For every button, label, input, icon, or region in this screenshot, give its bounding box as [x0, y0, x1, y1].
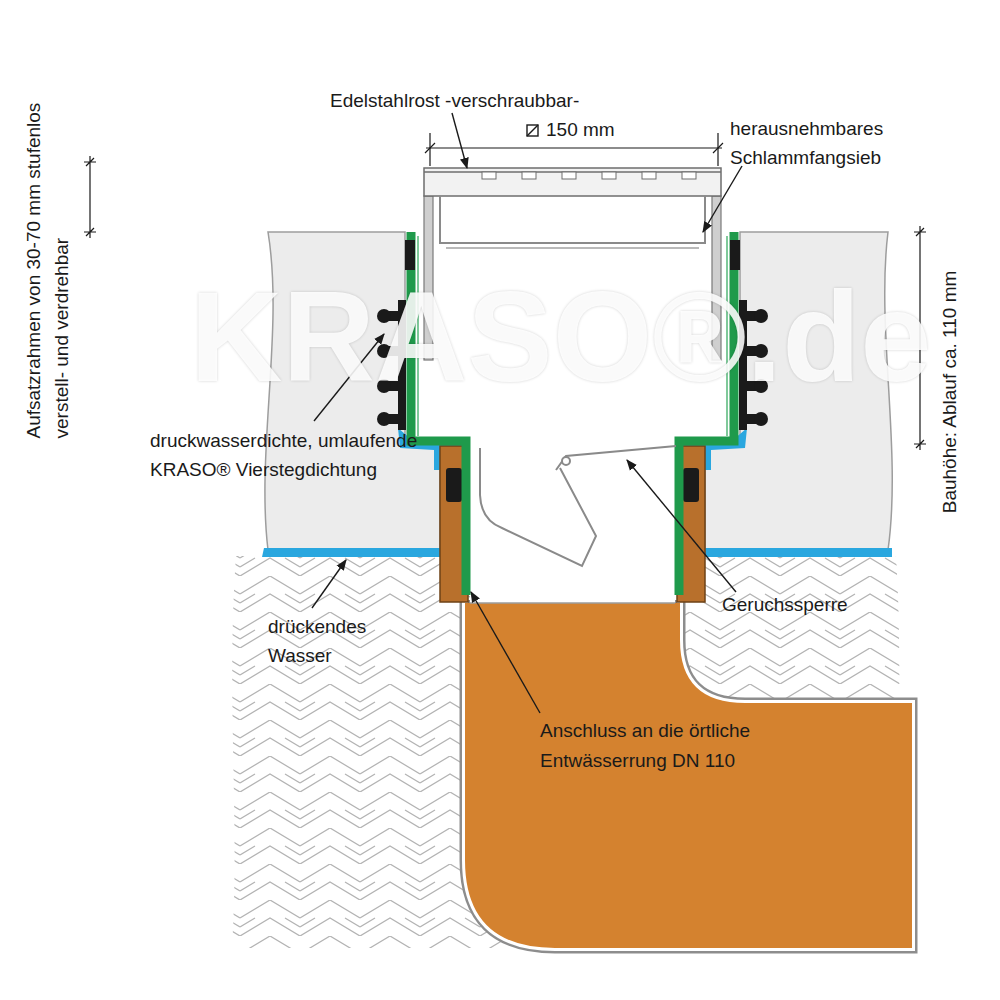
sludge-sieve [440, 196, 705, 248]
sludge-sieve [446, 247, 699, 249]
stainless-frame [562, 172, 576, 179]
dimension-label: 150 mm [546, 116, 615, 144]
dimension-note: Aufsatzrahmen von 30-70 mm stufenlos ver… [19, 94, 75, 439]
dimension-note: Bauhöhe: Ablauf ca. 110 mm [936, 271, 964, 514]
part-label: Anschluss an die örtliche Entwässerrung … [540, 716, 820, 776]
watermark: KRASO®.de [190, 262, 932, 412]
stainless-frame [602, 172, 616, 179]
watermark-triangle [118, 312, 180, 388]
drain-pipe [470, 448, 675, 603]
square-symbol [527, 125, 538, 136]
part-label: Geruchssperre [722, 591, 848, 619]
square-symbol [527, 125, 538, 136]
part-label: herausnehmbares Schlammfangsieb [730, 114, 925, 172]
drain-pipe [465, 603, 912, 948]
part-label: drückendes Wasser [268, 612, 393, 670]
drain-pipe [465, 600, 912, 948]
leader-line [627, 460, 736, 592]
leader-line [703, 166, 742, 232]
stainless-frame [522, 172, 536, 179]
sludge-sieve [440, 196, 705, 243]
odour-trap [562, 457, 570, 465]
odour-trap [556, 446, 676, 470]
drain-pipe [470, 602, 675, 604]
pipe-socket [440, 446, 705, 602]
leader-line [312, 560, 346, 608]
four-lip-seal [377, 412, 391, 426]
stainless-frame [424, 168, 721, 196]
dimension-line [425, 143, 723, 153]
waterproofing-layer [262, 548, 445, 557]
leader-line [312, 113, 742, 713]
dimension-line [84, 156, 96, 238]
stainless-frame [642, 172, 656, 179]
waterproofing-layer [700, 548, 892, 557]
part-label: Edelstahlrost -verschraubbar- [330, 87, 579, 115]
square-symbol [527, 125, 538, 136]
pipe-socket [683, 468, 699, 502]
four-lip-seal [754, 412, 768, 426]
drain-pipe [465, 600, 912, 948]
stainless-frame [682, 172, 696, 179]
odour-trap [480, 446, 676, 566]
stainless-frame [482, 172, 496, 179]
part-label: druckwasserdichte, umlaufende KRASO® Vie… [150, 426, 420, 484]
leader-line [452, 113, 467, 168]
odour-trap [480, 448, 596, 566]
pipe-socket [446, 468, 462, 502]
watermark-triangle [118, 312, 180, 388]
leader-line [471, 592, 540, 713]
